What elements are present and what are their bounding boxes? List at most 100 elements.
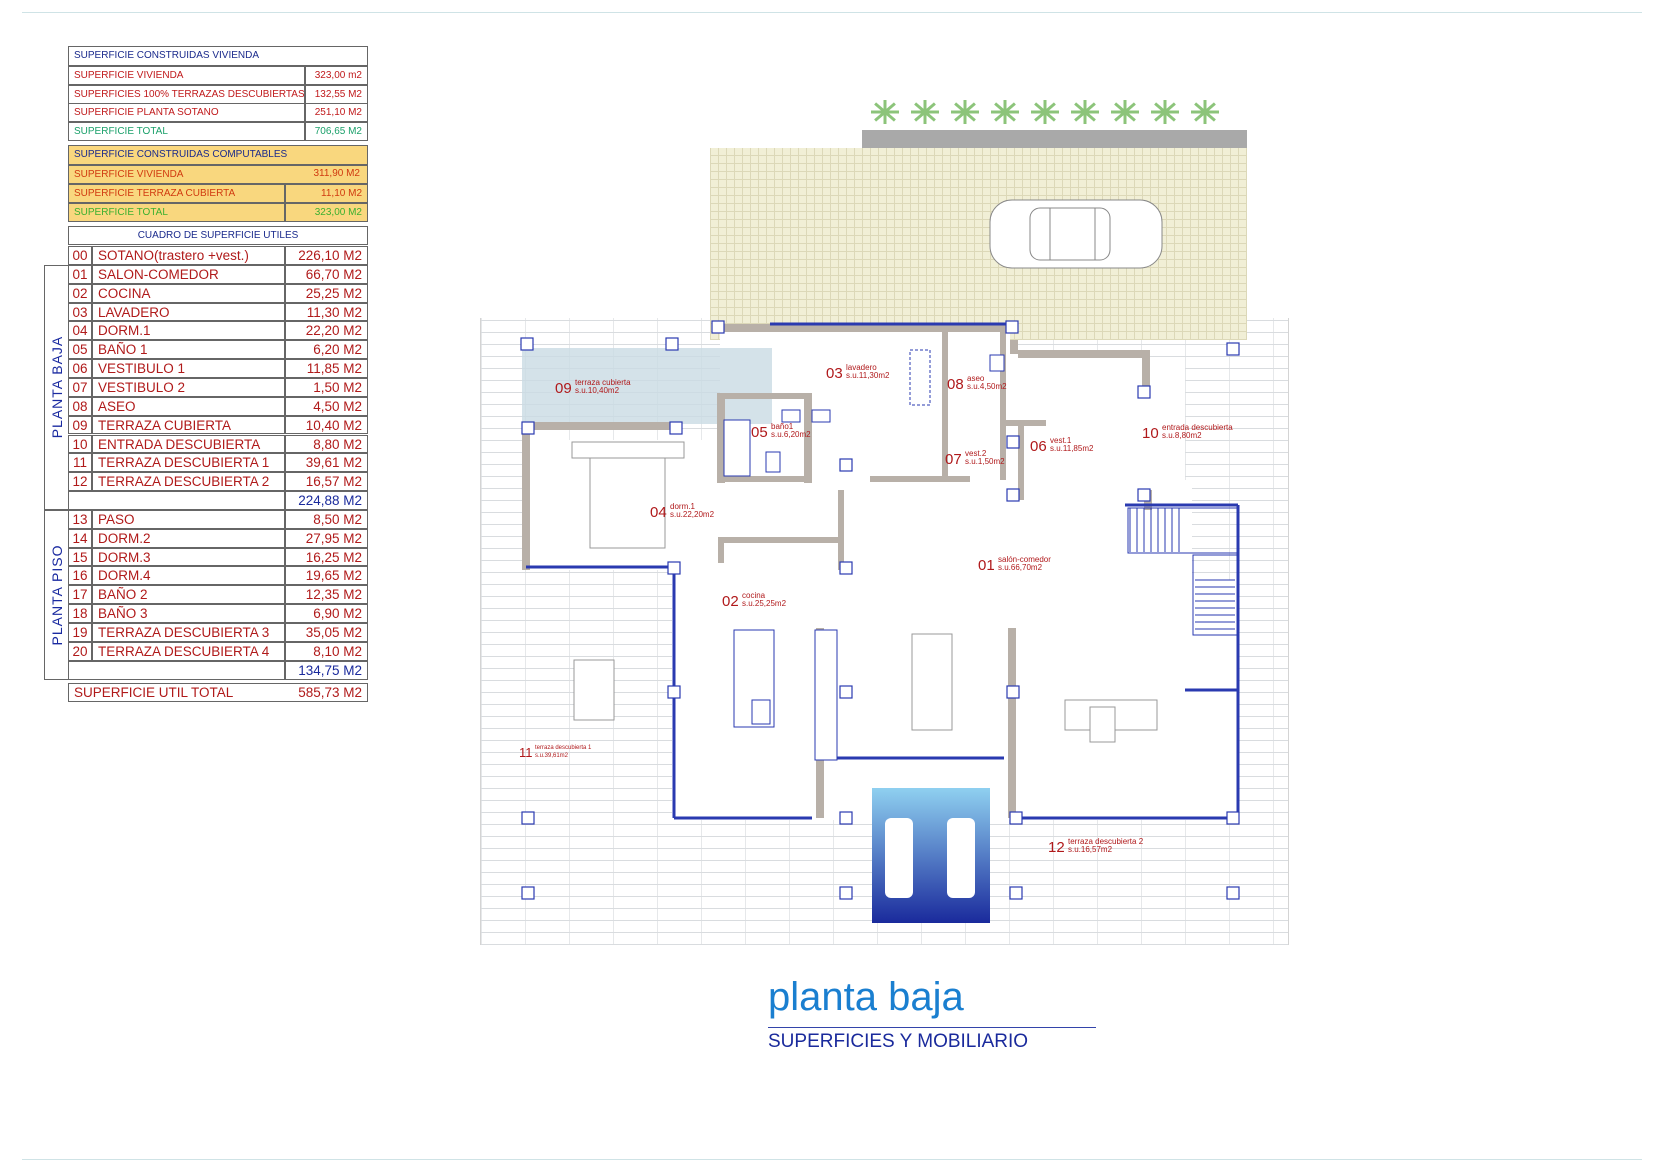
room-label-number: 05 — [751, 424, 768, 441]
room-area: 6,20 M2 — [285, 340, 368, 360]
room-label-area: s.u.39,61m2 — [535, 753, 569, 759]
pillar-icon — [1006, 685, 1020, 699]
room-label-area: s.u.16,57m2 — [1068, 845, 1113, 854]
hob-icon — [751, 699, 771, 725]
furniture — [571, 349, 1158, 761]
plant-icon — [871, 100, 899, 124]
room-name: PASO — [92, 509, 285, 529]
pillar-icon — [711, 320, 725, 334]
room-name: BAÑO 1 — [92, 340, 285, 360]
room-name: TERRAZA CUBIERTA — [92, 415, 285, 435]
computables-value: 311,90 M2 — [313, 168, 360, 179]
room-label-number: 12 — [1048, 839, 1065, 856]
bed-icon — [589, 447, 666, 549]
room-name: SOTANO(trastero +vest.) — [92, 246, 285, 265]
pillar-icon — [839, 811, 853, 825]
pillar-icon — [1226, 886, 1240, 900]
pillar-icon — [1006, 435, 1020, 449]
floor-side-label: PLANTA BAJA — [44, 264, 68, 510]
computables-label: SUPERFICIE TERRAZA CUBIERTA — [68, 184, 285, 203]
room-label-name: vest.2 — [965, 449, 987, 458]
room-name: DORM.2 — [92, 528, 285, 548]
pillar-icon — [521, 811, 535, 825]
plant-icon — [951, 100, 979, 124]
pillar-icon — [667, 685, 681, 699]
pillars — [520, 320, 1240, 900]
computables-label: SUPERFICIE TOTAL — [68, 203, 285, 222]
room-label-number: 09 — [555, 380, 572, 397]
coffee-table-icon — [1089, 706, 1116, 743]
toilet-icon — [765, 451, 781, 473]
floor-side-label: PLANTA PISO — [44, 509, 68, 680]
plant-icon — [1111, 100, 1139, 124]
room-area: 16,57 M2 — [285, 472, 368, 492]
room-label-area: s.u.6,20m2 — [771, 430, 811, 439]
construidas-value: 706,65 M2 — [305, 121, 368, 141]
room-number: 16 — [68, 566, 92, 586]
windows — [526, 322, 1240, 820]
room-area: 8,80 M2 — [285, 434, 368, 454]
room-number: 03 — [68, 302, 92, 322]
room-label-number: 07 — [945, 451, 962, 468]
room-name: BAÑO 2 — [92, 585, 285, 605]
room-label-area: s.u.25,25m2 — [742, 599, 787, 608]
room-area: 16,25 M2 — [285, 547, 368, 567]
room-number: 10 — [68, 434, 92, 454]
room-number: 14 — [68, 528, 92, 548]
computables-value: 11,10 M2 — [285, 184, 368, 203]
room-number: 13 — [68, 509, 92, 529]
pillar-icon — [665, 337, 679, 351]
room-area: 25,25 M2 — [285, 283, 368, 303]
planter-plants — [871, 100, 1219, 124]
room-label-name: terraza descubierta 2 — [1068, 837, 1144, 846]
room-label-number: 01 — [978, 557, 995, 574]
room-area: 39,61 M2 — [285, 453, 368, 473]
room-name: ENTRADA DESCUBIERTA — [92, 434, 285, 454]
room-label-name: terraza descubierta 1 — [535, 745, 592, 751]
dining-table-icon — [911, 633, 953, 731]
sunbed-icon — [947, 818, 975, 898]
plan-subtitle: SUPERFICIES Y MOBILIARIO — [768, 1031, 1029, 1052]
room-area: 4,50 M2 — [285, 396, 368, 416]
drawing-frame — [22, 12, 1642, 1160]
plant-icon — [1071, 100, 1099, 124]
subtotal-spacer — [68, 660, 285, 680]
room-name: ASEO — [92, 396, 285, 416]
pillar-icon — [1137, 385, 1151, 399]
plan-title: planta baja — [768, 975, 964, 1019]
room-name: VESTIBULO 1 — [92, 359, 285, 378]
room-number: 05 — [68, 340, 92, 360]
room-name: LAVADERO — [92, 302, 285, 322]
subtotal-value: 134,75 M2 — [285, 660, 368, 680]
plant-icon — [1191, 100, 1219, 124]
room-label-number: 06 — [1030, 438, 1047, 455]
room-label-name: dorm.1 — [670, 502, 695, 511]
room-number: 11 — [68, 453, 92, 473]
pillar-icon — [839, 458, 853, 472]
room-label-area: s.u.22,20m2 — [670, 510, 715, 519]
pillar-icon — [839, 886, 853, 900]
pillar-icon — [1006, 488, 1020, 502]
computables-label: SUPERFICIE VIVIENDA — [68, 165, 368, 184]
room-label-area: s.u.1,50m2 — [965, 457, 1005, 466]
room-label-name: baño1 — [771, 422, 794, 431]
room-label-area: s.u.11,30m2 — [846, 371, 890, 380]
room-number: 00 — [68, 246, 92, 265]
room-label-area: s.u.66,70m2 — [998, 563, 1043, 572]
plant-icon — [1031, 100, 1059, 124]
room-number: 01 — [68, 264, 92, 284]
room-label-name: entrada descubierta — [1162, 423, 1233, 432]
room-name: VESTIBULO 2 — [92, 377, 285, 397]
room-label-number: 10 — [1142, 425, 1159, 442]
subtotal-spacer — [68, 491, 285, 510]
room-label-number: 02 — [722, 593, 739, 610]
room-label-name: aseo — [967, 374, 985, 383]
